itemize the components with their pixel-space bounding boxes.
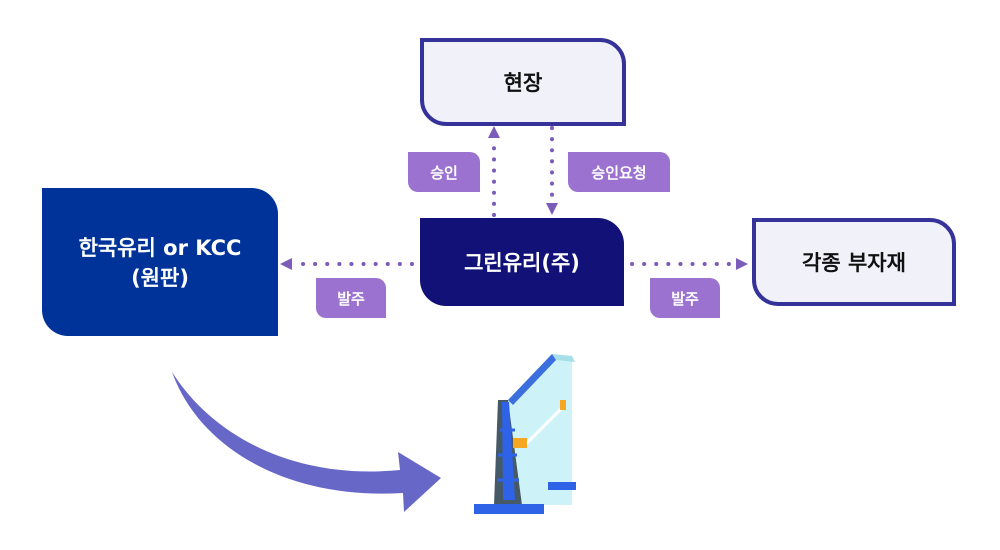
order-supplier-tag-label: 발주 — [337, 289, 365, 308]
approval-tag-label: 승인 — [430, 163, 458, 182]
supplier-sublabel: (원판) — [131, 266, 189, 290]
order-supplier-arrow — [280, 258, 414, 270]
order-materials-tag: 발주 — [650, 278, 720, 318]
order-supplier-tag: 발주 — [316, 278, 386, 318]
glass-rack-icon — [474, 354, 576, 514]
green-glass-label: 그린유리(주) — [464, 251, 580, 275]
supplier-node: 한국유리 or KCC (원판) — [42, 188, 278, 336]
approval-tag: 승인 — [408, 152, 480, 192]
site-node: 현장 — [420, 38, 626, 126]
site-label: 현장 — [503, 71, 543, 95]
order-materials-arrow — [630, 258, 748, 270]
green-glass-node: 그린유리(주) — [420, 218, 624, 306]
approval-request-tag: 승인요청 — [568, 152, 670, 192]
approval-request-tag-label: 승인요청 — [591, 163, 647, 182]
approval-arrow — [488, 126, 500, 217]
supplier-label: 한국유리 or KCC — [78, 236, 242, 260]
materials-label: 각종 부자재 — [802, 251, 906, 275]
curved-delivery-arrow — [172, 372, 441, 512]
materials-node: 각종 부자재 — [752, 218, 956, 306]
approval-request-arrow — [546, 126, 558, 215]
order-materials-tag-label: 발주 — [671, 289, 699, 308]
